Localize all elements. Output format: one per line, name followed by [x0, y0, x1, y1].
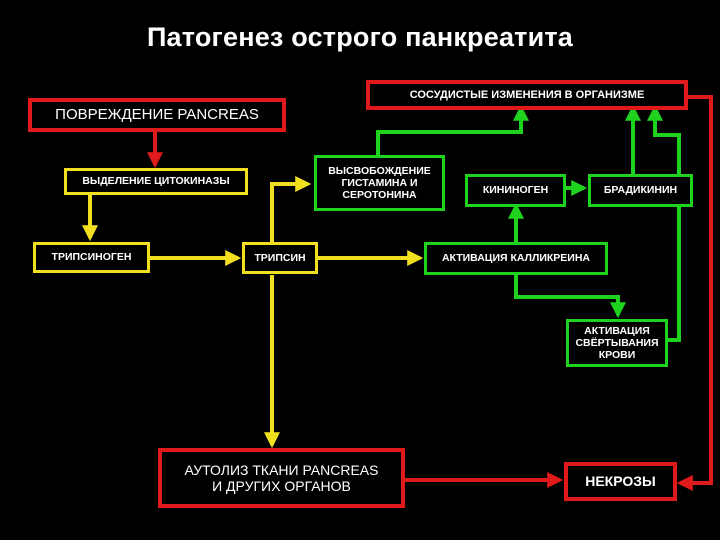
box-trypsin: ТРИПСИН: [242, 242, 318, 274]
arrow-trypsin-to-histamine: [270, 176, 312, 243]
box-bradykinin: БРАДИКИНИН: [588, 174, 693, 207]
arrow-coagulation-to-vascular: [647, 104, 681, 342]
box-trypsinogen: ТРИПСИНОГЕН: [33, 242, 150, 273]
arrow-kallikrein-to-coagulation: [514, 275, 626, 319]
box-histamine-release: ВЫСВОБОЖДЕНИЕ ГИСТАМИНА И СЕРОТОНИНА: [314, 155, 445, 211]
box-autolysis: АУТОЛИЗ ТКАНИ PANCREAS И ДРУГИХ ОРГАНОВ: [158, 448, 405, 508]
box-kininogen: КИНИНОГЕН: [465, 174, 566, 207]
box-pancreas-damage: ПОВРЕЖДЕНИЕ PANCREAS: [28, 98, 286, 132]
box-necrosis: НЕКРОЗЫ: [564, 462, 677, 501]
box-vascular-changes: СОСУДИСТЫЕ ИЗМЕНЕНИЯ В ОРГАНИЗМЕ: [366, 80, 688, 110]
arrow-histamine-to-vascular: [376, 104, 529, 155]
box-coagulation-activation: АКТИВАЦИЯ СВЁРТЫВАНИЯ КРОВИ: [566, 319, 668, 367]
arrow-vascular-to-necrosis: [676, 95, 713, 491]
box-kallikrein-activation: АКТИВАЦИЯ КАЛЛИКРЕИНА: [424, 242, 608, 275]
diagram-title: Патогенез острого панкреатита: [146, 22, 574, 52]
box-cytokinase-release: ВЫДЕЛЕНИЕ ЦИТОКИНАЗЫ: [64, 168, 248, 195]
